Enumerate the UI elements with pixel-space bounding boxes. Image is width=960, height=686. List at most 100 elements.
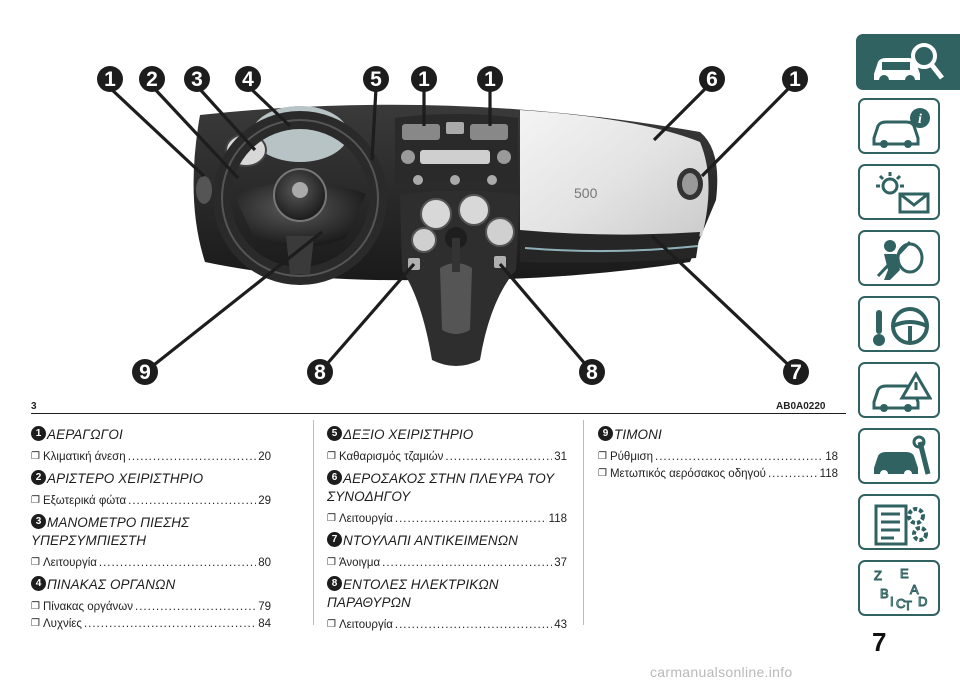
figure-number: 3 bbox=[31, 401, 37, 412]
callout-bottom-2: 8 bbox=[307, 359, 333, 385]
svg-text:7: 7 bbox=[790, 361, 802, 384]
svg-text:T: T bbox=[904, 598, 912, 613]
sidebar-tab-key-steering[interactable] bbox=[858, 296, 940, 352]
callout-bottom-3: 8 bbox=[579, 359, 605, 385]
section-badge: 9 bbox=[598, 426, 613, 441]
entry-page: 43 bbox=[554, 619, 567, 631]
toc-entry[interactable]: ❐ Εξωτερικά φώτα 29 bbox=[31, 494, 271, 508]
sidebar-tab-specs[interactable] bbox=[858, 494, 940, 550]
column-separator bbox=[583, 420, 584, 625]
entry-page: 118 bbox=[819, 468, 838, 480]
checkbox-icon: ❐ bbox=[327, 619, 336, 630]
car-info-icon: i bbox=[872, 108, 930, 148]
svg-text:E: E bbox=[900, 566, 909, 581]
svg-text:I: I bbox=[890, 594, 894, 609]
figure-rule bbox=[31, 413, 846, 414]
checkbox-icon: ❐ bbox=[31, 601, 40, 612]
callout-bottom-4: 7 bbox=[783, 359, 809, 385]
sidebar-tab-index[interactable]: Z E B A C T D I bbox=[858, 560, 940, 616]
section-title: ΑΕΡΟΣΑΚΟΣ ΣΤΗΝ ΠΛΕΥΡΑ ΤΟΥ ΣΥΝΟΔΗΓΟΥ bbox=[327, 471, 555, 504]
section-title: ΠΙΝΑΚΑΣ ΟΡΓΑΝΩΝ bbox=[47, 577, 176, 592]
entry-label: Μετωπικός αερόσακος οδηγού bbox=[609, 468, 766, 480]
svg-text:1: 1 bbox=[484, 68, 496, 91]
entry-page: 79 bbox=[258, 601, 271, 613]
section-title: ΝΤΟΥΛΑΠΙ ΑΝΤΙΚΕΙΜΕΝΩΝ bbox=[343, 533, 518, 548]
svg-text:8: 8 bbox=[586, 361, 598, 384]
section-title: ΜΑΝΟΜΕΤΡΟ ΠΙΕΣΗΣ ΥΠΕΡΣΥΜΠΙΕΣΤΗ bbox=[31, 515, 190, 548]
entry-page: 18 bbox=[825, 451, 838, 463]
checkbox-icon: ❐ bbox=[327, 513, 336, 524]
svg-text:1: 1 bbox=[418, 68, 430, 91]
section-badge: 1 bbox=[31, 426, 46, 441]
svg-text:4: 4 bbox=[242, 68, 254, 91]
toc-entry[interactable]: ❐ Μετωπικός αερόσακος οδηγού 118 bbox=[598, 467, 838, 481]
toc-entry[interactable]: ❐ Λειτουργία 43 bbox=[327, 618, 567, 632]
sidebar-tab-car-search[interactable] bbox=[856, 34, 960, 90]
section-badge: 5 bbox=[327, 426, 342, 441]
entry-label: Κλιματική άνεση bbox=[42, 451, 126, 463]
toc-entry[interactable]: ❐ Λυχνίες 84 bbox=[31, 617, 271, 631]
callout-top-5: 5 bbox=[363, 66, 389, 92]
entry-label: Ρύθμιση bbox=[609, 451, 653, 463]
entry-page: 29 bbox=[258, 495, 271, 507]
callout-top-8: 6 bbox=[699, 66, 725, 92]
sidebar-tab-airbag[interactable] bbox=[858, 230, 940, 286]
section-title: ΑΡΙΣΤΕΡΟ ΧΕΙΡΙΣΤΗΡΙΟ bbox=[47, 471, 204, 486]
entry-page: 118 bbox=[548, 513, 567, 525]
section-title: ΕΝΤΟΛΕΣ ΗΛΕΚΤΡΙΚΩΝ ΠΑΡΑΘΥΡΩΝ bbox=[327, 577, 499, 610]
page-number: 7 bbox=[872, 627, 887, 657]
entry-label: Λειτουργία bbox=[338, 513, 393, 525]
section-title: ΑΕΡΑΓΩΓΟΙ bbox=[47, 427, 123, 442]
entry-label: Πίνακας οργάνων bbox=[42, 601, 134, 613]
section-badge: 7 bbox=[327, 532, 342, 547]
dot-leader bbox=[395, 618, 552, 632]
entry-label: Εξωτερικά φώτα bbox=[42, 495, 127, 507]
toc-entry[interactable]: ❐ Πίνακας οργάνων 79 bbox=[31, 600, 271, 614]
checkbox-icon: ❐ bbox=[327, 557, 336, 568]
alphabet-index-icon: Z E B A C T D I bbox=[874, 566, 928, 614]
callout-bottom-1: 9 bbox=[132, 359, 158, 385]
checkbox-icon: ❐ bbox=[31, 451, 40, 462]
svg-text:B: B bbox=[880, 586, 889, 601]
sidebar-tab-breakdown[interactable] bbox=[858, 362, 940, 418]
toc-entry[interactable]: ❐ Άνοιγμα 37 bbox=[327, 556, 567, 570]
section-badge: 4 bbox=[31, 576, 46, 591]
entry-label: Λειτουργία bbox=[42, 557, 97, 569]
toc-entry[interactable]: ❐ Καθαρισμός τζαμιών 31 bbox=[327, 450, 567, 464]
toc-entry[interactable]: ❐ Λειτουργία 118 bbox=[327, 512, 567, 526]
dot-leader bbox=[382, 556, 552, 570]
key-steering-wheel-icon bbox=[873, 307, 929, 346]
entry-label: Λυχνίες bbox=[42, 618, 82, 630]
figure-code: AB0A0220 bbox=[776, 401, 826, 412]
sidebar-tab-warning-light-mail[interactable] bbox=[858, 164, 940, 220]
checkbox-icon: ❐ bbox=[31, 495, 40, 506]
toc-entry[interactable]: ❐ Λειτουργία 80 bbox=[31, 556, 271, 570]
sidebar-tab-car-service[interactable] bbox=[858, 428, 940, 484]
callout-top-4: 4 bbox=[235, 66, 261, 92]
dot-leader bbox=[445, 450, 552, 464]
dot-leader bbox=[768, 467, 818, 481]
checkbox-icon: ❐ bbox=[598, 451, 607, 462]
list-gear-icon bbox=[874, 504, 928, 546]
toc-entry[interactable]: ❐ Κλιματική άνεση 20 bbox=[31, 450, 271, 464]
section-badge: 8 bbox=[327, 576, 342, 591]
callout-top-3: 3 bbox=[184, 66, 210, 92]
sidebar-tab-car-info[interactable]: i bbox=[858, 98, 940, 154]
toc-entry[interactable]: ❐ Ρύθμιση 18 bbox=[598, 450, 838, 464]
callout-top-1: 1 bbox=[97, 66, 123, 92]
section-title: ΤΙΜΟΝΙ bbox=[614, 427, 662, 442]
dashboard-illustration: 500 1 2 3 4 5 1 bbox=[97, 66, 809, 385]
dot-leader bbox=[655, 450, 823, 464]
entry-page: 20 bbox=[258, 451, 271, 463]
svg-text:Z: Z bbox=[874, 568, 882, 583]
dot-leader bbox=[128, 494, 256, 508]
dot-leader bbox=[99, 556, 256, 570]
